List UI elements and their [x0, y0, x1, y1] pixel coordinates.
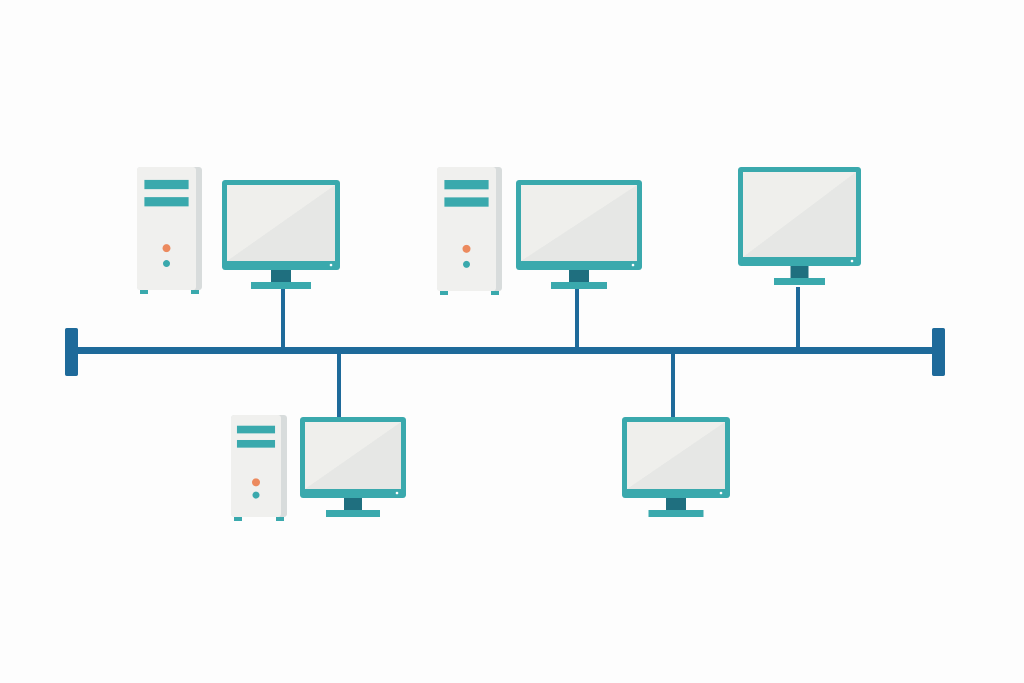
status-led-icon — [463, 260, 470, 268]
tower-foot — [440, 291, 448, 295]
tower-foot — [140, 290, 148, 294]
monitor-stand — [551, 282, 607, 289]
workstation-2-monitor — [516, 180, 642, 289]
status-led-icon — [252, 491, 260, 499]
monitor-screen — [521, 185, 637, 261]
monitor-stand — [648, 510, 704, 517]
monitor-screen — [305, 422, 401, 489]
monitor-screen — [743, 172, 856, 257]
monitor-neck — [344, 498, 362, 511]
workstation-5-monitor — [622, 417, 730, 517]
monitor-neck — [666, 498, 686, 511]
monitor-neck — [569, 270, 589, 283]
bus-backbone — [65, 328, 945, 376]
monitor-neck — [271, 270, 291, 283]
tower-foot — [276, 517, 284, 521]
tower-foot — [191, 290, 199, 294]
drive-bay-icon — [444, 180, 489, 190]
monitor-stand — [251, 282, 311, 289]
drive-bay-icon — [236, 425, 276, 434]
drop-cable-1 — [281, 288, 285, 350]
monitor-stand — [774, 278, 825, 285]
workstation-4-monitor — [300, 417, 406, 517]
monitor-power-dot — [850, 259, 854, 263]
drive-bay-icon — [144, 179, 189, 190]
workstation-3-monitor — [738, 167, 861, 285]
drop-cable-5 — [671, 350, 675, 418]
workstation-1-tower — [137, 167, 202, 294]
drop-cable-3 — [796, 287, 800, 350]
monitor-power-dot — [719, 491, 723, 495]
power-led-icon — [162, 244, 171, 253]
monitor-screen — [227, 185, 335, 261]
drop-cable-2 — [575, 288, 579, 350]
tower-foot — [491, 291, 499, 295]
drive-bay-icon — [444, 197, 489, 207]
bus-terminator-left — [65, 328, 78, 376]
monitor-power-dot — [395, 491, 399, 495]
drive-bay-icon — [144, 197, 189, 207]
workstation-1-monitor — [222, 180, 340, 289]
status-led-icon — [163, 260, 170, 268]
workstation-4-tower — [231, 415, 287, 521]
monitor-neck — [790, 266, 809, 279]
power-led-icon — [462, 244, 471, 253]
power-led-icon — [252, 478, 260, 487]
bus-terminator-right — [932, 328, 945, 376]
tower-foot — [234, 517, 242, 521]
monitor-stand — [326, 510, 380, 517]
monitor-screen — [627, 422, 725, 489]
bus-line — [72, 347, 938, 354]
monitor-power-dot — [329, 263, 333, 267]
drop-cables — [281, 287, 800, 418]
drop-cable-4 — [337, 350, 341, 418]
drive-bay-icon — [236, 439, 276, 448]
monitor-power-dot — [631, 263, 635, 267]
workstation-2-tower — [437, 167, 502, 295]
